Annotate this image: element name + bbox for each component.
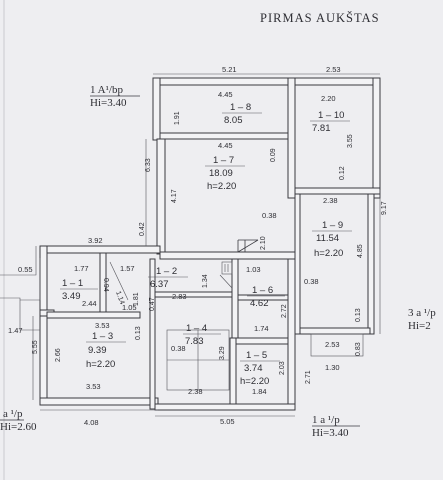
room-1-7-height: h=2.20 [207,181,236,192]
walls [39,77,381,411]
dimension-label: 3.53 [86,382,101,391]
dimension-label: 0.13 [355,308,362,322]
dimension-label: 1.84 [252,387,267,396]
dimension-label: 0.09 [270,148,277,162]
dimension-lines [32,73,381,417]
dimension-label: 2.83 [172,292,187,301]
room-1-8-area: 8.05 [224,115,243,126]
dimension-label: 4.45 [218,90,233,99]
dimension-label: 0.13 [135,326,142,340]
dimension-label: 0.83 [355,342,362,356]
room-1-4-area: 7.83 [185,336,204,347]
dimension-label: 5.55 [32,340,39,354]
dimension-label: 1.05 [122,303,137,312]
dimension-label: 0.38 [304,277,319,286]
room-1-9-id: 1 – 9 [322,220,343,231]
dimension-label: 4.08 [84,418,99,427]
room-labels: 1 – 8 8.05 1 – 10 7.81 1 – 7 18.09 h=2.2… [60,102,352,387]
dimension-label: 9.17 [381,201,388,215]
dimension-label: 2.53 [326,65,341,74]
room-1-5-height: h=2.20 [240,376,269,387]
dimension-label: 0.94 [102,278,109,292]
dimension-label: 1.77 [74,264,89,273]
dimension-label: 0.38 [171,344,186,353]
dimension-label: 1.47 [8,326,23,335]
dimension-label: 1.03 [246,265,261,274]
dimension-label: 3.55 [347,134,354,148]
dimension-label: 0.42 [139,222,146,236]
dimension-label: 0.38 [262,211,277,220]
dimension-label: 4.85 [357,244,364,258]
dimension-label: 3.92 [88,236,103,245]
room-1-9-height: h=2.20 [314,248,343,259]
dimension-label: 6.33 [145,158,152,172]
annotation-3-line1: a ¹/p [3,408,23,420]
dimension-label: 2.72 [281,304,288,318]
dimension-label: 0.47 [149,297,156,311]
dimension-labels: 5.21 2.53 4.45 2.20 1.91 3.55 4.45 6.33 … [8,65,388,427]
dimension-label: 2.03 [279,361,286,375]
room-1-5-id: 1 – 5 [246,350,267,361]
annotation-2-line1: 3 a ¹/p [408,307,436,319]
room-1-10-id: 1 – 10 [318,110,344,121]
dimension-label: 4.17 [171,189,178,203]
annotation-4-line2: Hi=3.40 [312,427,349,439]
dimension-label: 1.91 [174,111,181,125]
annotation-1-line1: 1 A¹/bp [90,84,123,96]
dimension-label: 2.38 [323,196,338,205]
room-1-2-area: 6.37 [150,279,169,290]
room-1-7-id: 1 – 7 [213,155,234,166]
room-1-8-id: 1 – 8 [230,102,251,113]
annotation-2-line2: Hi=2 [408,320,431,332]
room-1-4-id: 1 – 4 [186,323,207,334]
dimension-label: 0.55 [18,265,33,274]
dimension-label: 2.66 [55,348,62,362]
room-1-7-area: 18.09 [209,168,233,179]
annotation-3-line2: Hi=2.60 [0,421,37,433]
dimension-label: 1.34 [202,274,209,288]
dimension-label: 0.12 [339,166,346,180]
room-1-6-id: 1 – 6 [252,285,273,296]
dimension-label: 1.74 [254,324,269,333]
dimension-label: 4.45 [218,141,233,150]
room-1-3-area: 9.39 [88,345,107,356]
dimension-label: 2.20 [321,94,336,103]
details [0,239,364,391]
dimension-label: 2.38 [188,387,203,396]
dimension-label: 5.05 [220,417,235,426]
dimension-label: 2.10 [260,236,267,250]
room-1-1-area: 3.49 [62,291,81,302]
room-1-9-area: 11.54 [316,233,339,244]
room-1-3-id: 1 – 3 [92,331,113,342]
dimension-label: 1.81 [133,292,140,306]
dimension-label: 2.71 [305,370,312,384]
room-1-5-area: 3.74 [244,363,263,374]
room-1-1-id: 1 – 1 [62,278,83,289]
dimension-label: 3.29 [219,346,226,360]
room-1-3-height: h=2.20 [86,359,115,370]
room-1-10-area: 7.81 [312,123,331,134]
annotation-1-line2: Hi=3.40 [90,97,127,109]
dimension-label: 2.44 [82,299,97,308]
room-1-6-area: 4.62 [250,298,269,309]
plan-title: PIRMAS AUKŠTAS [260,11,380,25]
dimension-label: 1.14 [114,290,125,305]
dimension-label: 1.57 [120,264,135,273]
dimension-label: 5.21 [222,65,237,74]
annotation-4-line1: 1 a ¹/p [312,414,340,426]
dimension-label: 2.53 [325,340,340,349]
room-1-2-id: 1 – 2 [156,266,177,277]
dimension-label: 3.53 [95,321,110,330]
dimension-label: 1.30 [325,363,340,372]
